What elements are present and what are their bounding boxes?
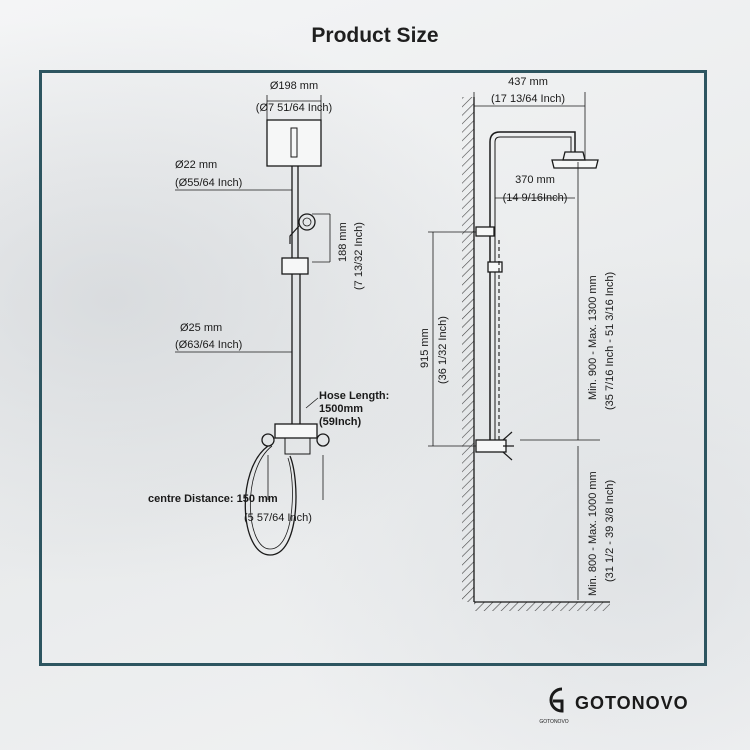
brand: GOTONOVO GOTONOVO xyxy=(538,683,728,727)
tap-handle-right xyxy=(316,433,330,447)
shower-head-side xyxy=(551,159,599,169)
mixer-side xyxy=(475,439,507,453)
upper-pipe-label: Ø22 mm xyxy=(175,159,217,171)
holder-height-label: 188 mm xyxy=(337,222,349,262)
lower-pipe-inch-label: (Ø63/64 Inch) xyxy=(175,339,242,351)
shower-head-front xyxy=(266,119,322,167)
hand-shower-head xyxy=(298,213,316,231)
upper-pipe-inch-label: (Ø55/64 Inch) xyxy=(175,177,242,189)
centre-distance-label: centre Distance: 150 mm xyxy=(148,493,278,505)
left-view xyxy=(175,95,331,556)
install-height-label: Min. 800 - Max. 1000 mm xyxy=(587,471,599,596)
column-height-label: 915 mm xyxy=(419,328,431,368)
arm-reach-label: 370 mm xyxy=(515,174,555,186)
arm-reach-inch-label: (14 9/16Inch) xyxy=(503,192,568,204)
arm-length-inch-label: (17 13/64 Inch) xyxy=(491,93,565,105)
diagram-frame xyxy=(39,70,707,666)
brand-name: GOTONOVO xyxy=(575,693,689,713)
shower-arm xyxy=(489,131,576,440)
right-view xyxy=(428,92,610,611)
tap-handle-left xyxy=(261,433,275,447)
column-height-inch-label: (36 1/32 Inch) xyxy=(437,316,449,384)
brand-logo-icon: GOTONOVO xyxy=(539,687,569,725)
install-height-inch-label: (31 1/2 - 39 3/8 Inch) xyxy=(604,480,616,582)
hose-length-value: 1500mm xyxy=(319,403,363,415)
holder-height-inch-label: (7 13/32 Inch) xyxy=(353,222,365,290)
adjust-range-inch-label: (35 7/16 Inch - 51 3/16 Inch) xyxy=(604,272,616,410)
hose-length-title: Hose Length: xyxy=(319,390,389,402)
page-title: Product Size xyxy=(311,24,439,47)
hose-length-inch: (59Inch) xyxy=(319,416,362,428)
wall-hatch xyxy=(462,97,474,602)
centre-distance-inch-label: (5 57/64 Inch) xyxy=(244,512,312,524)
hose-loop xyxy=(244,445,297,556)
mixer-body-front xyxy=(274,423,318,439)
lower-pipe-label: Ø25 mm xyxy=(180,322,222,334)
arm-length-label: 437 mm xyxy=(508,76,548,88)
adjust-range-label: Min. 900 - Max. 1300 mm xyxy=(587,275,599,400)
head-diameter-label: Ø198 mm xyxy=(270,80,318,92)
floor-hatch xyxy=(474,602,610,611)
brand-logo-text: GOTONOVO xyxy=(539,719,568,725)
slide-bracket xyxy=(281,257,309,275)
head-diameter-inch-label: (Ø7 51/64 Inch) xyxy=(256,102,332,114)
